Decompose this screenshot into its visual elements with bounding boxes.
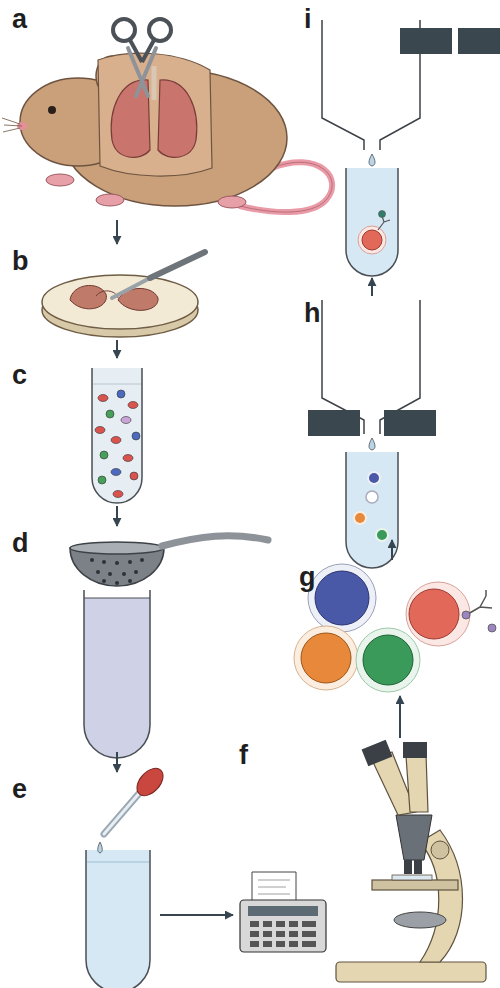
flow-arrow [399, 696, 401, 738]
step-panel: a [8, 4, 330, 218]
flow-arrow [116, 220, 118, 244]
mouse-illustration [2, 19, 332, 212]
scissors [113, 19, 171, 96]
step-letter: e [12, 774, 27, 804]
dropper-illustration [86, 763, 168, 988]
step-letter: d [12, 528, 29, 558]
calculator [240, 872, 326, 952]
step-letter: h [304, 298, 321, 328]
step-letter: i [304, 4, 312, 34]
step-panel: f [235, 740, 493, 985]
step-panel: g [295, 562, 495, 694]
flow-arrow [371, 278, 373, 296]
flow-arrow [391, 540, 393, 560]
step-panel: i [300, 4, 500, 276]
strainer-illustration [70, 536, 268, 758]
sorter-i-illustration [322, 20, 500, 276]
step-panel: d [8, 528, 278, 750]
flow-arrow [116, 752, 118, 772]
step-letter: b [12, 246, 29, 276]
step-panel: e [8, 774, 158, 985]
counting-illustration [240, 740, 486, 982]
flow-arrow [116, 506, 118, 526]
step-letter: g [299, 562, 316, 592]
microscope [336, 740, 486, 982]
step-letter: f [239, 740, 248, 770]
step-panel: b [8, 246, 208, 338]
flow-arrow [116, 340, 118, 358]
flow-arrow [160, 914, 233, 916]
cell-types-illustration [294, 564, 496, 692]
step-letter: a [12, 4, 27, 34]
dish-illustration [42, 252, 205, 337]
cell-tube-illustration [92, 368, 142, 503]
step-panel: h [300, 298, 500, 538]
step-letter: c [12, 360, 27, 390]
step-panel: c [8, 360, 208, 504]
sorter-h-illustration [308, 300, 436, 568]
